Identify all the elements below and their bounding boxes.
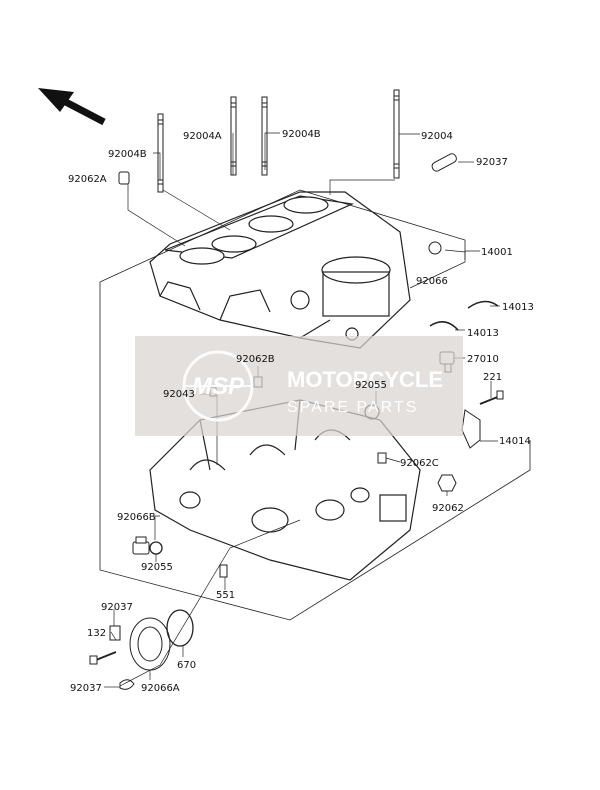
watermark-logo: MSP <box>192 373 245 400</box>
label-92066A: 92066A <box>141 683 180 694</box>
plug-92062 <box>437 474 457 492</box>
watermark: MSP MOTORCYCLE SPARE PARTS <box>135 336 463 436</box>
bearing-insert-14013-bot <box>429 321 459 331</box>
plate-14014 <box>461 409 481 449</box>
label-92043: 92043 <box>163 389 195 400</box>
label-92004B-left: 92004B <box>108 149 147 160</box>
pin-551 <box>219 564 228 578</box>
front-arrow-icon <box>38 88 106 126</box>
label-551: 551 <box>216 590 235 601</box>
label-92066: 92066 <box>416 276 448 287</box>
bracket-92037-top <box>431 153 457 172</box>
label-92037-top: 92037 <box>476 157 508 168</box>
label-92055-left: 92055 <box>141 562 173 573</box>
label-92062: 92062 <box>432 503 464 514</box>
label-132: 132 <box>87 628 106 639</box>
plug-92066B <box>132 536 150 555</box>
dowel-pin-92062A <box>118 171 130 185</box>
o-ring-92055-left <box>149 541 163 555</box>
dowel-92062C <box>377 452 387 464</box>
label-92062B: 92062B <box>236 354 275 365</box>
upper-assembly-outline <box>99 189 466 283</box>
label-92004A: 92004A <box>183 131 222 142</box>
label-92062C: 92062C <box>400 458 439 469</box>
lower-crankcase <box>149 399 421 581</box>
label-92037-mid: 92037 <box>101 602 133 613</box>
leader-lines <box>104 132 500 688</box>
watermark-line1: MOTORCYCLE <box>287 367 443 392</box>
label-92055-right: 92055 <box>355 380 387 391</box>
plug-92066 <box>428 241 442 255</box>
upper-crankcase <box>149 191 411 349</box>
o-ring-670 <box>166 609 194 647</box>
cover-92066A <box>129 617 171 671</box>
label-14014: 14014 <box>499 436 531 447</box>
bracket-92037-mid <box>109 625 121 641</box>
stud-92004A <box>230 96 237 176</box>
label-670: 670 <box>177 660 196 671</box>
bolt-132 <box>89 651 117 665</box>
label-14013-top: 14013 <box>502 302 534 313</box>
label-92037-bot: 92037 <box>70 683 102 694</box>
label-221: 221 <box>483 372 502 383</box>
stud-92004 <box>393 89 400 179</box>
label-14001: 14001 <box>481 247 513 258</box>
label-92004B-mid: 92004B <box>282 129 321 140</box>
label-27010: 27010 <box>467 354 499 365</box>
bearing-insert-14013-top <box>467 300 499 309</box>
label-92066B: 92066B <box>117 512 156 523</box>
label-92004: 92004 <box>421 131 453 142</box>
watermark-line2: SPARE PARTS <box>287 399 418 416</box>
label-92062A: 92062A <box>68 174 107 185</box>
stud-92004B-mid <box>261 96 268 176</box>
label-14013-bot: 14013 <box>467 328 499 339</box>
lower-assembly-outline <box>99 282 531 621</box>
clamp-92037-bot <box>119 679 135 690</box>
bolt-221 <box>479 390 504 405</box>
